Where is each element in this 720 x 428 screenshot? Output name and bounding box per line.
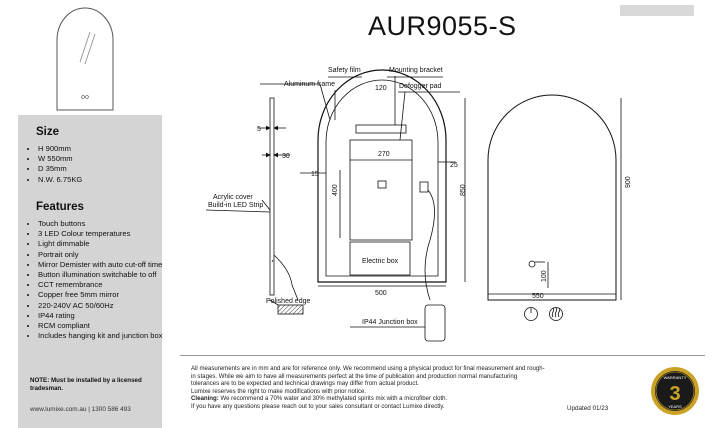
feature-item: Mirror Demister with auto cut-off time: [38, 260, 170, 270]
feature-item: 220-240V AC 50/60Hz: [38, 301, 170, 311]
cleaning-text: We recommend a 70% water and 30% methyla…: [218, 395, 448, 403]
polished-edge-detail: [277, 304, 304, 315]
label-polished-edge: Polished edge: [266, 298, 310, 305]
disclaimer-line: in stages. While we aim to have all meas…: [191, 372, 518, 380]
dim-15: 15: [311, 171, 319, 178]
electric-box: [349, 241, 411, 276]
feature-item: Portrait only: [38, 250, 170, 260]
warranty-badge: WARRANTY 3 YEARS: [651, 367, 699, 415]
cleaning-line: Cleaning: We recommend a 70% water and 3…: [191, 395, 596, 403]
mounting-bracket: [355, 124, 407, 134]
label-led-strip: Build-in LED Strip: [208, 202, 263, 209]
label-mounting-bracket: Mounting bracket: [389, 67, 443, 74]
label-junction-box: IP44 Junction box: [362, 319, 418, 326]
feature-item: RCM compliant: [38, 321, 170, 331]
size-item: N.W. 6.75KG: [38, 175, 170, 185]
badge-top-text: WARRANTY: [664, 375, 687, 380]
size-heading: Size: [36, 126, 60, 138]
dim-500: 500: [375, 290, 387, 297]
junction-box: [424, 304, 446, 342]
feature-item: IP44 rating: [38, 311, 170, 321]
label-defogger-pad: Defogger pad: [399, 83, 442, 90]
disclaimer-line: tolerances are to be expected and techni…: [191, 380, 419, 388]
technical-drawing: Aluminum frame Safety film Mounting brac…: [205, 67, 632, 342]
product-thumbnail: [56, 7, 114, 111]
label-electric-box: Electric box: [362, 258, 399, 265]
disclaimer-line: Lumixe reserves the right to make modifi…: [191, 387, 367, 395]
side-profile: [269, 97, 275, 296]
contact-info: www.lumixe.com.au | 1300 586 493: [30, 406, 131, 413]
badge-number: 3: [669, 383, 680, 405]
dim-270: 270: [378, 151, 390, 158]
feature-item: CCT remembrance: [38, 280, 170, 290]
dim-5: 5: [257, 126, 261, 133]
badge-bottom-text: YEARS: [668, 404, 682, 409]
features-heading: Features: [36, 201, 84, 213]
mirror-rear-outline: [487, 94, 617, 301]
size-item: W 550mm: [38, 154, 170, 164]
header-bar: [620, 5, 694, 16]
feature-item: Copper free 5mm mirror: [38, 290, 170, 300]
dim-100: 100: [541, 270, 548, 282]
sensor: [377, 180, 387, 189]
size-list: H 900mm W 550mm D 35mm N.W. 6.75KG: [26, 144, 170, 185]
mirror-inner-outline: [325, 79, 439, 277]
touch-button: [419, 181, 429, 193]
disclaimer-line: All measurements are in mm and are for r…: [191, 365, 545, 372]
feature-item: Includes hanging kit and junction box: [38, 331, 170, 341]
defogger-pad: [349, 139, 413, 241]
label-safety-film: Safety film: [328, 67, 361, 74]
feature-item: Touch buttons: [38, 219, 170, 229]
label-aluminum-frame: Aluminum frame: [284, 81, 335, 88]
dim-25: 25: [450, 162, 458, 169]
installation-note: NOTE: Must be installed by a licensed tr…: [30, 377, 142, 392]
feature-item: 3 LED Colour temperatures: [38, 229, 170, 239]
feature-item: Light dimmable: [38, 239, 170, 249]
dim-30: 30: [282, 153, 290, 160]
power-icon: [524, 307, 538, 321]
cleaning-label: Cleaning:: [191, 395, 219, 403]
dim-850: 850: [460, 184, 467, 196]
size-item: H 900mm: [38, 144, 170, 154]
dim-550: 550: [532, 293, 544, 300]
defog-icon: [549, 307, 563, 321]
updated-date: Updated 01/23: [567, 405, 609, 412]
rear-switch: [528, 260, 536, 268]
dim-900: 900: [625, 176, 632, 188]
contact-line: If you have any questions please reach o…: [191, 402, 445, 410]
footer-divider: [180, 355, 705, 356]
feature-item: Button illumination switchable to off: [38, 270, 170, 280]
disclaimer: All measurements are in mm and are for r…: [191, 365, 596, 411]
cable: [424, 189, 435, 301]
mirror-front-outline: [317, 69, 447, 283]
features-list: Touch buttons 3 LED Colour temperatures …: [26, 219, 170, 341]
model-title: AUR9055-S: [368, 11, 517, 41]
label-acrylic-cover: Acrylic cover: [213, 194, 253, 201]
spec-sidebar: Size H 900mm W 550mm D 35mm N.W. 6.75KG …: [18, 115, 163, 428]
dim-400: 400: [332, 184, 339, 196]
size-item: D 35mm: [38, 164, 170, 174]
dim-120: 120: [375, 85, 387, 92]
